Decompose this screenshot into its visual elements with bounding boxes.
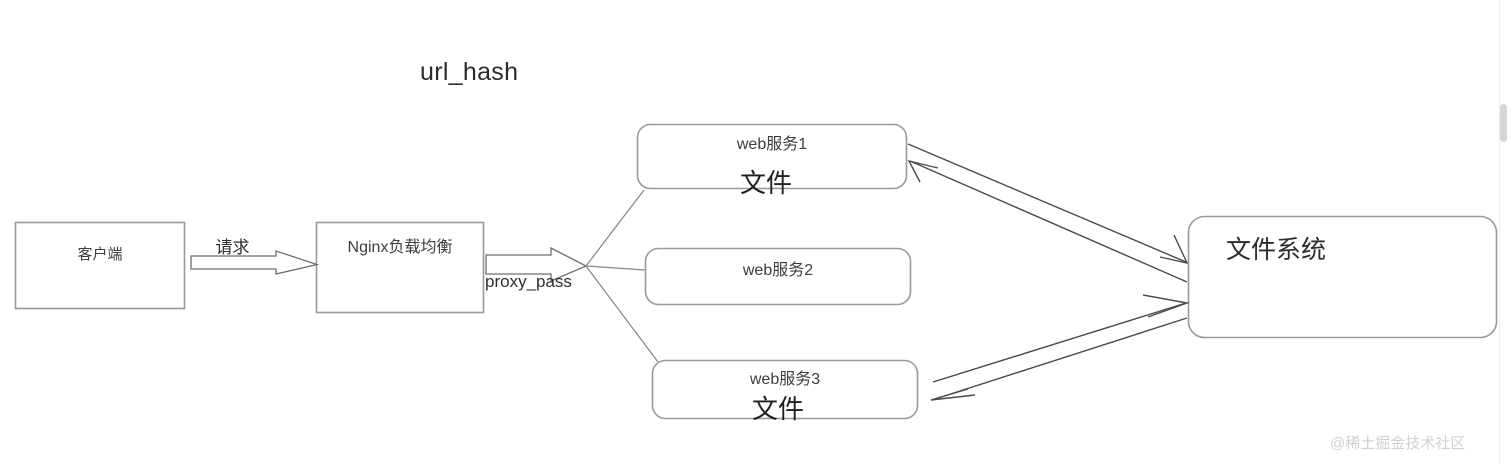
- edge-fanout-to-web2: [585, 265, 646, 271]
- node-web2-shape[interactable]: [644, 247, 912, 306]
- edge-fanout-to-web1: [585, 189, 645, 267]
- edge-fs-to-web1-arrowhead: [907, 159, 939, 183]
- edge-request-arrow: [190, 250, 320, 275]
- node-filesystem-shape[interactable]: [1187, 215, 1498, 339]
- edge-proxypass-arrow: [485, 246, 588, 282]
- scrollbar-thumb[interactable]: [1500, 104, 1507, 142]
- edge-web1-to-fs-line: [907, 143, 1187, 263]
- edge-fs-to-web3-arrowhead: [930, 388, 976, 401]
- node-client-shape[interactable]: [14, 221, 186, 310]
- edge-fanout-to-web3: [585, 265, 659, 363]
- edge-web3-to-fs-arrowhead: [1142, 294, 1190, 318]
- edge-fs-to-web3-line: [931, 317, 1188, 401]
- edge-fs-to-web1-line: [909, 160, 1188, 283]
- vertical-scrollbar[interactable]: [1499, 0, 1510, 464]
- watermark-text: @稀土掘金技术社区: [1330, 435, 1466, 452]
- node-nginx-shape[interactable]: [315, 221, 485, 314]
- edge-web1-to-fs-arrowhead: [1159, 234, 1189, 264]
- diagram-title: url_hash: [420, 58, 519, 86]
- edge-web3-to-fs-line: [932, 302, 1187, 383]
- node-web3-shape[interactable]: [651, 359, 919, 420]
- node-web1-shape[interactable]: [636, 123, 908, 190]
